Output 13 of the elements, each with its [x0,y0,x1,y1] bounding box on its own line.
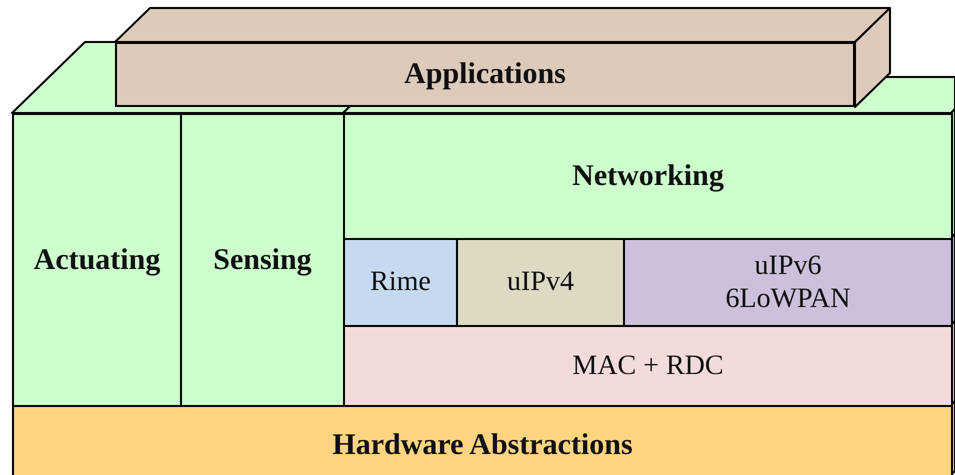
layer-label: Actuating [34,242,160,278]
layer-label: Sensing [213,242,312,278]
layer-label: Rime [370,266,431,299]
layer-label: uIPv6 6LoWPAN [724,250,852,315]
protocol-block [343,238,458,327]
layer-label: uIPv4 [507,266,574,299]
sensing-column [180,113,345,407]
layer-label: Applications [404,57,566,92]
actuating-column [12,113,182,407]
layer-label: Networking [572,159,724,194]
layer-label: Hardware Abstractions [332,428,633,462]
layer-label: MAC + RDC [572,350,724,382]
protocol-block [456,238,625,327]
